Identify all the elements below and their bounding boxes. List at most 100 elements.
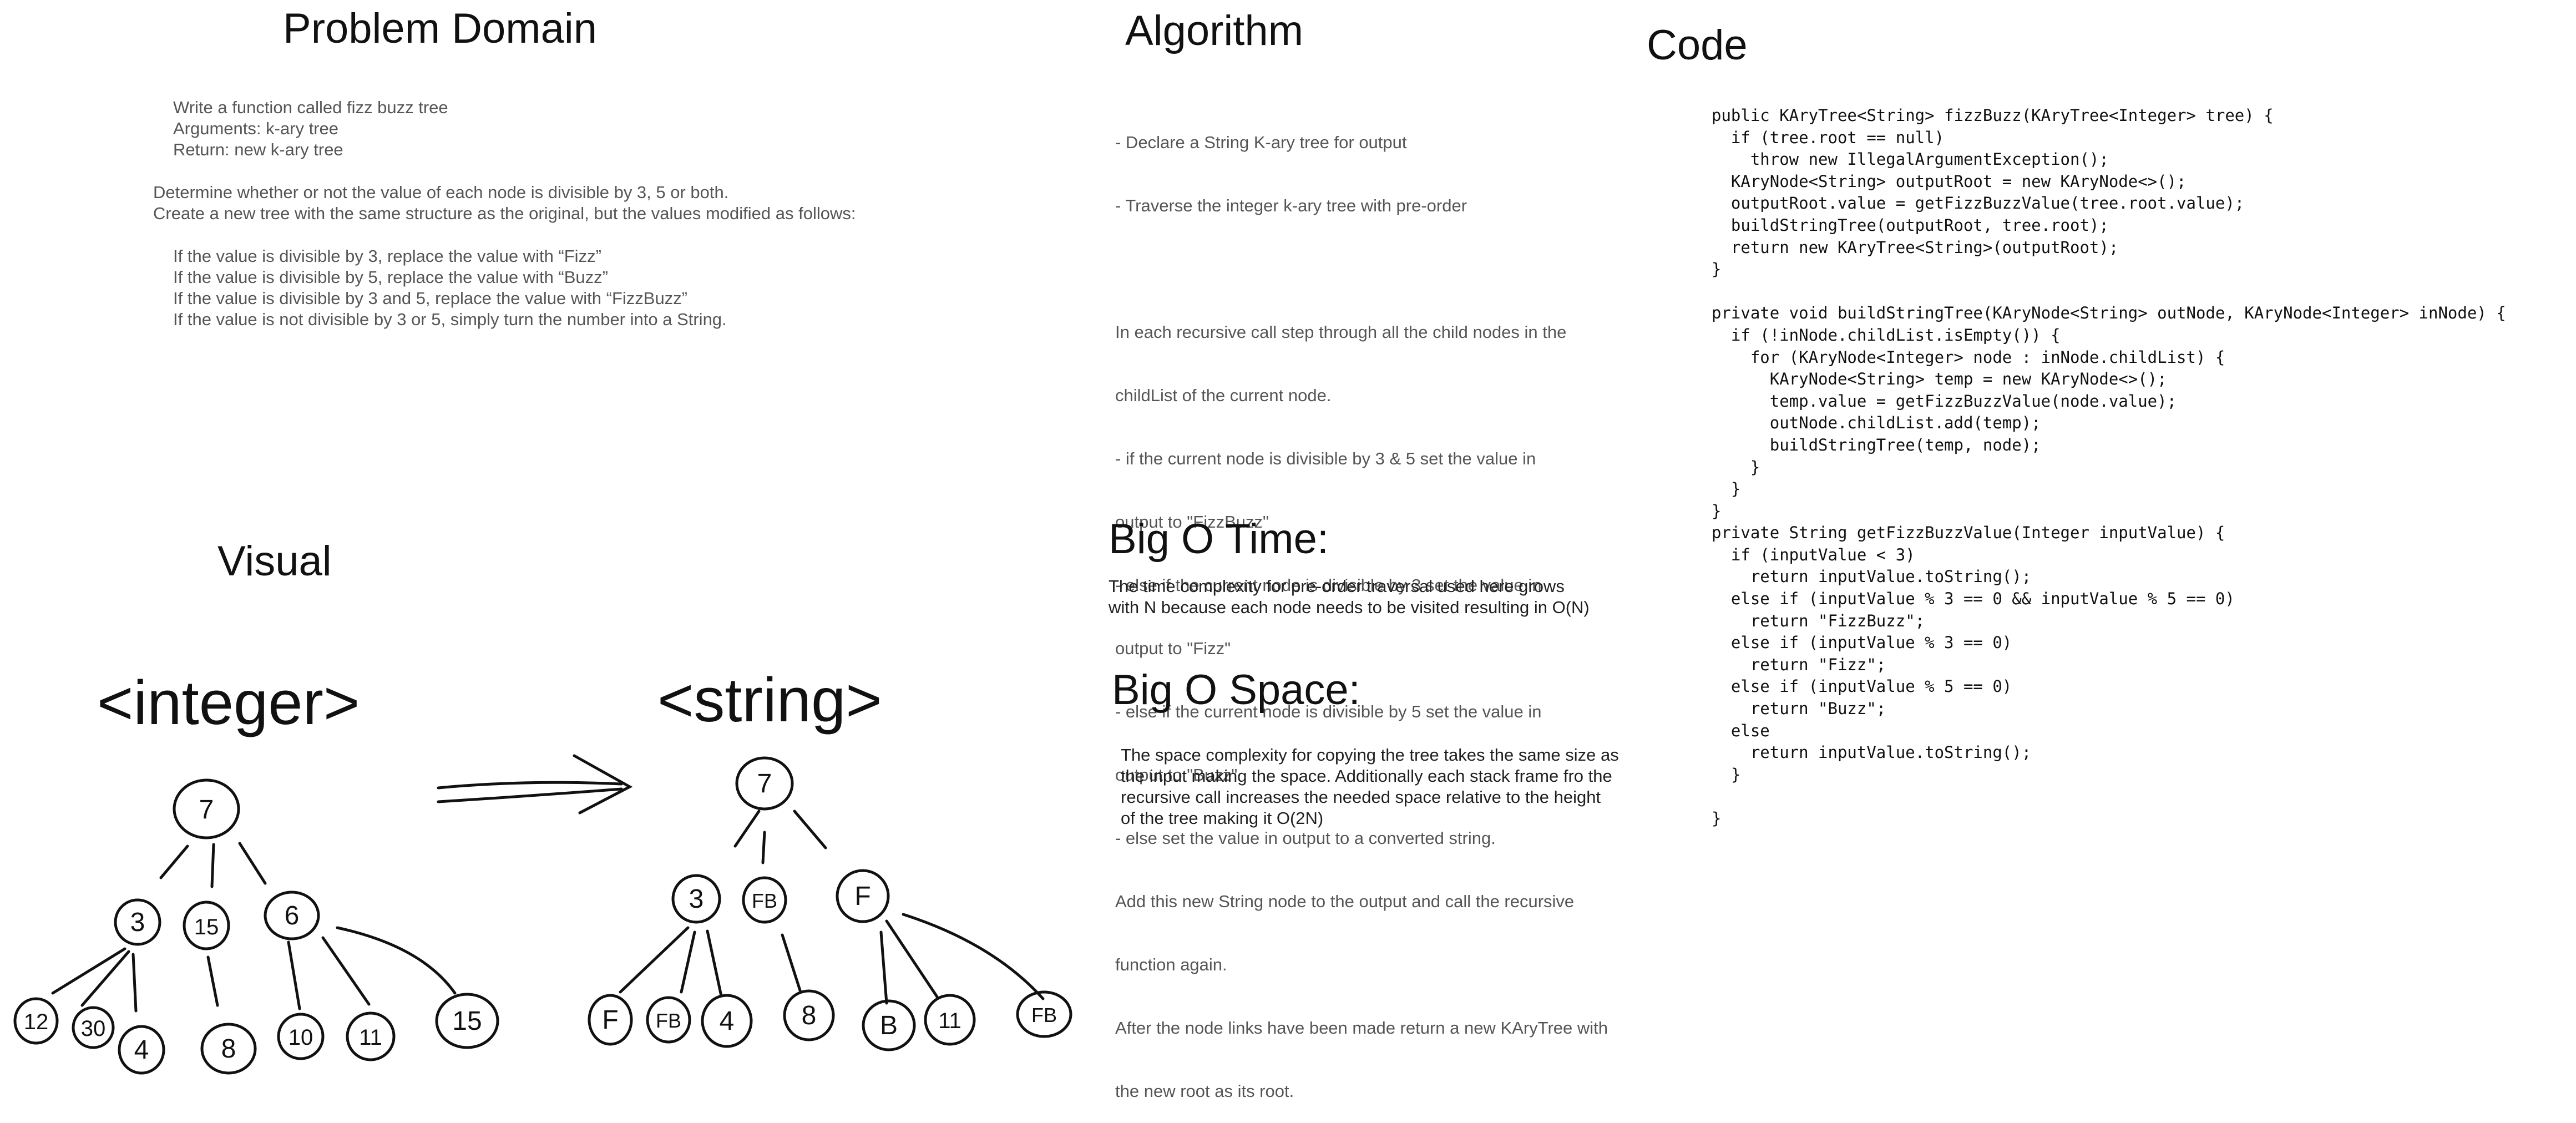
- tree-node: 15: [183, 901, 230, 950]
- code-line: return "Fizz";: [1712, 655, 1886, 674]
- transform-arrow-icon: [437, 754, 633, 815]
- tree-node: 30: [72, 1006, 115, 1049]
- problem-rule-line: If the value is divisible by 5, replace …: [173, 267, 608, 287]
- tree-node: 4: [701, 994, 753, 1048]
- big-o-space-line: recursive call increases the needed spac…: [1121, 787, 1601, 807]
- tree-node-label: 6: [285, 901, 300, 930]
- algorithm-line: After the node links have been made retu…: [1115, 1018, 1608, 1038]
- string-tree-label: <string>: [657, 665, 882, 735]
- tree-node-label: 3: [130, 908, 145, 937]
- tree-node-label: 12: [24, 1010, 49, 1034]
- big-o-time-heading: Big O Time:: [1109, 515, 1329, 563]
- tree-node-label: 3: [689, 884, 704, 914]
- algorithm-steps: - Declare a String K-ary tree for output…: [1115, 90, 1608, 1123]
- problem-intro-line: Return: new k-ary tree: [173, 140, 343, 159]
- tree-node-label: 15: [194, 915, 219, 939]
- tree-node: 8: [200, 1023, 257, 1075]
- tree-node-label: 30: [81, 1016, 106, 1041]
- tree-node: 10: [277, 1013, 325, 1060]
- tree-node: 11: [924, 994, 976, 1046]
- code-line: return "FizzBuzz";: [1712, 611, 1925, 630]
- visual-heading: Visual: [217, 538, 332, 585]
- tree-node-label: F: [602, 1005, 618, 1035]
- tree-node-label: 4: [720, 1006, 735, 1036]
- code-line: return new KAryTree<String>(outputRoot);: [1712, 237, 2119, 257]
- algorithm-line: In each recursive call step through all …: [1115, 322, 1567, 342]
- code-line: if (inputValue < 3): [1712, 545, 1915, 564]
- algorithm-line: childList of the current node.: [1115, 386, 1332, 405]
- tree-node-label: 10: [289, 1025, 313, 1050]
- code-line: [1712, 786, 2506, 808]
- big-o-space-heading: Big O Space:: [1112, 666, 1360, 714]
- tree-node-label: FB: [656, 1009, 681, 1032]
- tree-node: 7: [735, 756, 794, 811]
- integer-tree-edges: [51, 842, 457, 1013]
- tree-node: F: [588, 994, 633, 1046]
- code-line: throw new IllegalArgumentException();: [1712, 150, 2109, 169]
- tree-node-label: FB: [1031, 1004, 1057, 1026]
- code-line: else: [1712, 721, 1770, 740]
- tree-node-label: 7: [199, 795, 214, 824]
- code-line: for (KAryNode<Integer> node : inNode.chi…: [1712, 347, 2225, 367]
- code-heading: Code: [1647, 22, 1748, 69]
- code-line: else if (inputValue % 5 == 0): [1712, 677, 2012, 696]
- code-line: }: [1712, 457, 1760, 477]
- code-line: if (!inNode.childList.isEmpty()) {: [1712, 325, 2061, 345]
- tree-node: 4: [118, 1025, 165, 1075]
- integer-tree-label: <integer>: [97, 668, 360, 737]
- code-line: KAryNode<String> outputRoot = new KAryNo…: [1712, 171, 2187, 191]
- code-line: buildStringTree(temp, node);: [1712, 435, 2041, 454]
- problem-rules: If the value is divisible by 3, replace …: [173, 246, 727, 330]
- problem-rule-line: If the value is divisible by 3, replace …: [173, 246, 601, 266]
- big-o-time-line: The time complexity for pre-order traver…: [1109, 576, 1565, 596]
- big-o-space-line: The space complexity for copying the tre…: [1121, 745, 1619, 765]
- problem-domain-heading: Problem Domain: [283, 5, 597, 52]
- big-o-space-text: The space complexity for copying the tre…: [1121, 745, 1619, 829]
- code-line: if (tree.root == null): [1712, 128, 1945, 147]
- tree-node: 15: [435, 993, 499, 1049]
- string-tree-edges: [619, 810, 1045, 1005]
- tree-node: 6: [264, 891, 320, 940]
- big-o-space-line: of the tree making it O(2N): [1121, 808, 1324, 828]
- code-line: [1712, 281, 2506, 303]
- algorithm-line: output to "Fizz": [1115, 639, 1231, 658]
- tree-node-label: 8: [802, 1001, 817, 1030]
- big-o-space-line: the input making the space. Additionally…: [1121, 766, 1612, 786]
- tree-node: 3: [114, 898, 161, 946]
- tree-node-label: 11: [359, 1025, 382, 1050]
- tree-node-label: B: [880, 1011, 898, 1040]
- tree-node-label: 11: [938, 1009, 961, 1033]
- algorithm-line: - if the current node is divisible by 3 …: [1115, 449, 1536, 468]
- tree-node-label: 7: [757, 769, 772, 798]
- code-line: outputRoot.value = getFizzBuzzValue(tree…: [1712, 194, 2245, 213]
- tree-node: 7: [173, 778, 240, 839]
- tree-node-label: FB: [752, 889, 777, 912]
- string-tree-nodes: 7 3 FB F F FB 4 8: [588, 756, 1072, 1051]
- code-block: public KAryTree<String> fizzBuzz(KAryTre…: [1712, 105, 2506, 830]
- tree-node: B: [862, 999, 916, 1051]
- tree-node: 11: [346, 1011, 396, 1061]
- tree-node: 3: [671, 874, 721, 924]
- algorithm-line: - else set the value in output to a conv…: [1115, 828, 1496, 848]
- tree-diagram: <integer> <string> 7: [13, 665, 1072, 1075]
- algorithm-line: - Declare a String K-ary tree for output: [1115, 133, 1407, 152]
- problem-description: Determine whether or not the value of ea…: [153, 182, 856, 224]
- tree-node: FB: [646, 996, 691, 1044]
- code-line: KAryNode<String> temp = new KAryNode<>()…: [1712, 370, 2167, 389]
- algorithm-line: - Traverse the integer k-ary tree with p…: [1115, 196, 1467, 215]
- code-line: }: [1712, 501, 1722, 520]
- integer-tree-nodes: 7 3 15 6 12 30 4 8: [13, 778, 499, 1075]
- tree-node: FB: [742, 876, 787, 924]
- code-line: return inputValue.toString();: [1712, 743, 2032, 762]
- code-line: else if (inputValue % 3 == 0 && inputVal…: [1712, 589, 2235, 609]
- tree-node: 8: [783, 989, 835, 1041]
- problem-description-line: Create a new tree with the same structur…: [153, 204, 856, 223]
- problem-rule-line: If the value is not divisible by 3 or 5,…: [173, 310, 727, 329]
- algorithm-line: [1115, 259, 1608, 280]
- algorithm-line: - else if the current node is divisible …: [1115, 702, 1542, 721]
- algorithm-line: the new root as its root.: [1115, 1081, 1294, 1101]
- tree-node-label: 15: [452, 1006, 482, 1036]
- tree-node: 12: [13, 997, 59, 1045]
- code-line: }: [1712, 809, 1722, 828]
- algorithm-line: output to "Buzz": [1115, 765, 1238, 785]
